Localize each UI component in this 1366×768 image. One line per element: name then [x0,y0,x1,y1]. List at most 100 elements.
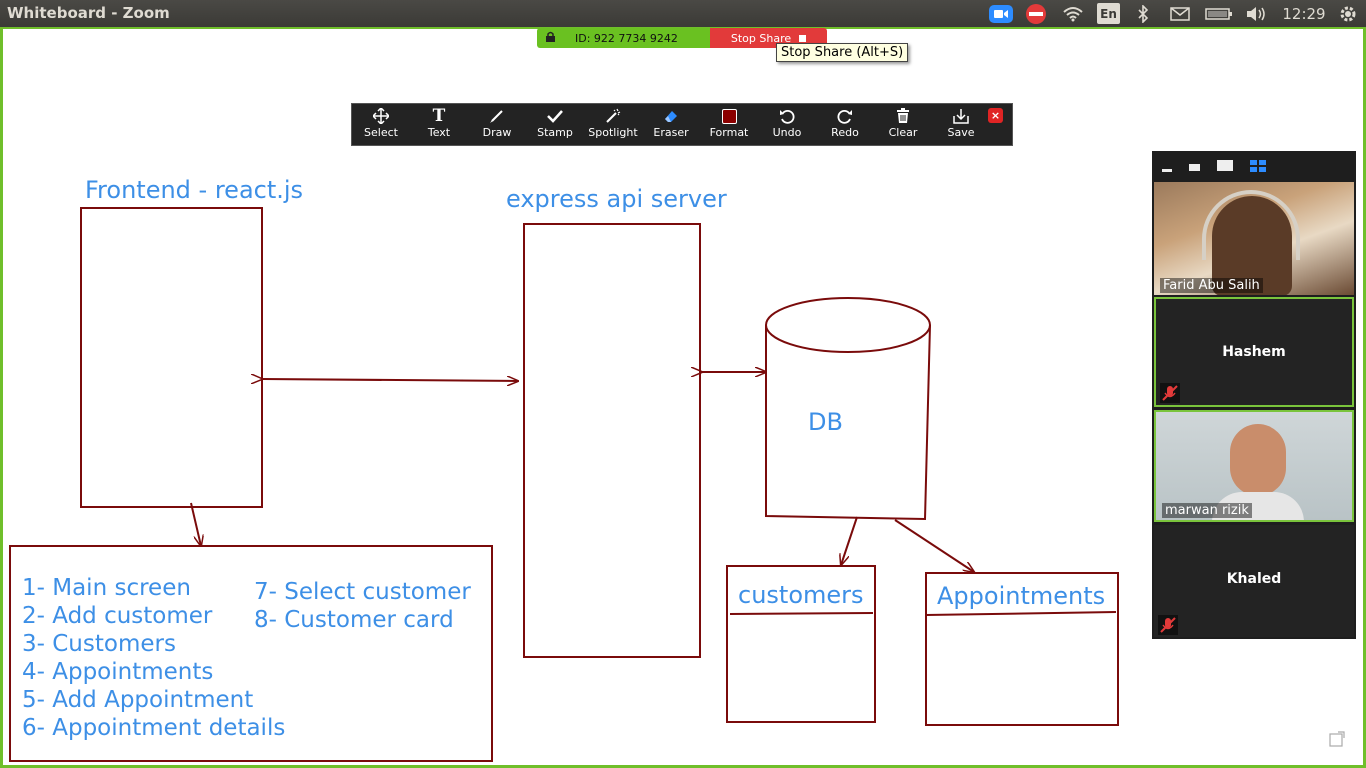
stamp-tool-button[interactable]: Stamp [526,106,584,144]
clock[interactable]: 12:29 [1282,4,1326,23]
save-button[interactable]: Save [932,106,990,144]
wifi-icon[interactable] [1060,3,1086,24]
participant-name: Khaled [1226,571,1282,587]
close-toolbar-button[interactable]: × [988,108,1003,123]
keyboard-language-indicator[interactable]: En [1097,3,1120,24]
color-swatch-icon [700,106,758,126]
db-cylinder-body [765,324,931,521]
screens-list-right: 7- Select customer 8- Customer card [254,578,471,634]
tool-label: Redo [831,126,859,139]
move-arrows-icon [352,106,410,126]
customers-table [726,565,876,723]
do-not-disturb-icon[interactable] [1024,3,1048,24]
magic-wand-icon [584,106,642,126]
participant-shirt [1212,492,1304,520]
participant-video-panel: Farid Abu Salih Hashem marwan rizik Khal… [1152,151,1356,639]
whiteboard-canvas[interactable] [0,27,1366,768]
headphones-icon [1202,190,1300,260]
participant-tile[interactable]: marwan rizik [1154,410,1354,522]
settings-gear-icon[interactable] [1336,3,1360,24]
tool-label: Eraser [653,126,689,139]
stop-share-tooltip: Stop Share (Alt+S) [776,43,909,62]
volume-icon[interactable] [1243,3,1271,24]
mail-icon[interactable] [1168,3,1192,24]
participant-video [1230,424,1286,496]
annotation-toolbar: Select T Text Draw Stamp Spotlight Erase… [351,103,1013,146]
customers-header-line [729,612,874,615]
participant-tile[interactable]: Khaled [1154,525,1354,637]
active-speaker-icon[interactable] [1217,160,1233,171]
system-top-bar: Whiteboard - Zoom En 12:29 [0,0,1366,27]
db-customers-arrow [841,516,858,565]
save-icon [932,106,990,126]
spotlight-tool-button[interactable]: Spotlight [584,106,642,144]
tool-label: Text [427,126,451,139]
list-item: 7- Select customer [254,579,471,605]
zoom-app-icon[interactable] [988,3,1014,24]
appointments-label: Appointments [937,582,1106,610]
participant-tile[interactable]: Farid Abu Salih [1154,182,1354,295]
tool-label: Clear [888,126,918,139]
participant-name: Hashem [1222,344,1286,360]
db-label: DB [808,408,843,436]
meeting-id: ID: 922 7734 9242 [575,31,678,45]
text-tool-button[interactable]: T Text [410,106,468,144]
frontend-box [80,207,263,508]
screens-list-left: 1- Main screen 2- Add customer 3- Custom… [22,574,285,742]
tool-label: Save [947,126,975,139]
trash-icon [874,106,932,126]
list-item: 1- Main screen [22,575,191,601]
meeting-id-bar: ID: 922 7734 9242 [537,28,710,48]
text-T-icon: T [432,106,446,126]
tool-label: Format [709,126,749,139]
stop-square-icon [799,34,807,42]
tool-label: Draw [482,126,512,139]
tool-label: Stamp [537,126,573,139]
expand-corner-icon[interactable] [1328,730,1346,752]
list-item: 5- Add Appointment [22,687,254,713]
list-item: 8- Customer card [254,607,454,633]
stop-share-label: Stop Share [730,31,792,45]
db-appointments-arrow [894,519,974,572]
participant-name: marwan rizik [1162,503,1252,518]
db-cylinder-top [765,297,931,353]
view-mode-controls [1162,159,1266,172]
gallery-view-icon[interactable] [1250,159,1266,172]
draw-tool-button[interactable]: Draw [468,106,526,144]
battery-icon[interactable] [1204,3,1234,24]
appointments-table [925,572,1119,726]
checkmark-icon [526,106,584,126]
redo-icon [816,106,874,126]
list-item: 4- Appointments [22,659,214,685]
clear-button[interactable]: Clear [874,106,932,144]
server-label: express api server [506,185,727,213]
eraser-icon [642,106,700,126]
undo-button[interactable]: Undo [758,106,816,144]
participant-name: Farid Abu Salih [1160,278,1263,293]
muted-mic-icon [1158,615,1178,635]
select-tool-button[interactable]: Select [352,106,410,144]
tool-label: Spotlight [588,126,638,139]
muted-mic-icon [1160,383,1180,403]
list-item: 2- Add customer [22,603,213,629]
customers-label: customers [738,581,864,609]
bluetooth-icon[interactable] [1132,3,1154,24]
eraser-tool-button[interactable]: Eraser [642,106,700,144]
list-item: 6- Appointment details [22,715,286,741]
participant-tile[interactable]: Hashem [1154,297,1354,407]
appointments-header-line [925,611,1117,616]
redo-button[interactable]: Redo [816,106,874,144]
format-tool-button[interactable]: Format [700,106,758,144]
server-box [523,223,701,658]
undo-icon [758,106,816,126]
frontend-label: Frontend - react.js [85,176,304,204]
single-video-icon[interactable] [1189,164,1200,171]
tool-label: Undo [772,126,802,139]
frontend-screens-arrow [190,502,201,546]
pen-icon [468,106,526,126]
frontend-server-arrow [262,379,518,381]
window-title: Whiteboard - Zoom [7,4,170,22]
tool-label: Select [364,126,398,139]
minimize-video-icon[interactable] [1162,169,1172,172]
